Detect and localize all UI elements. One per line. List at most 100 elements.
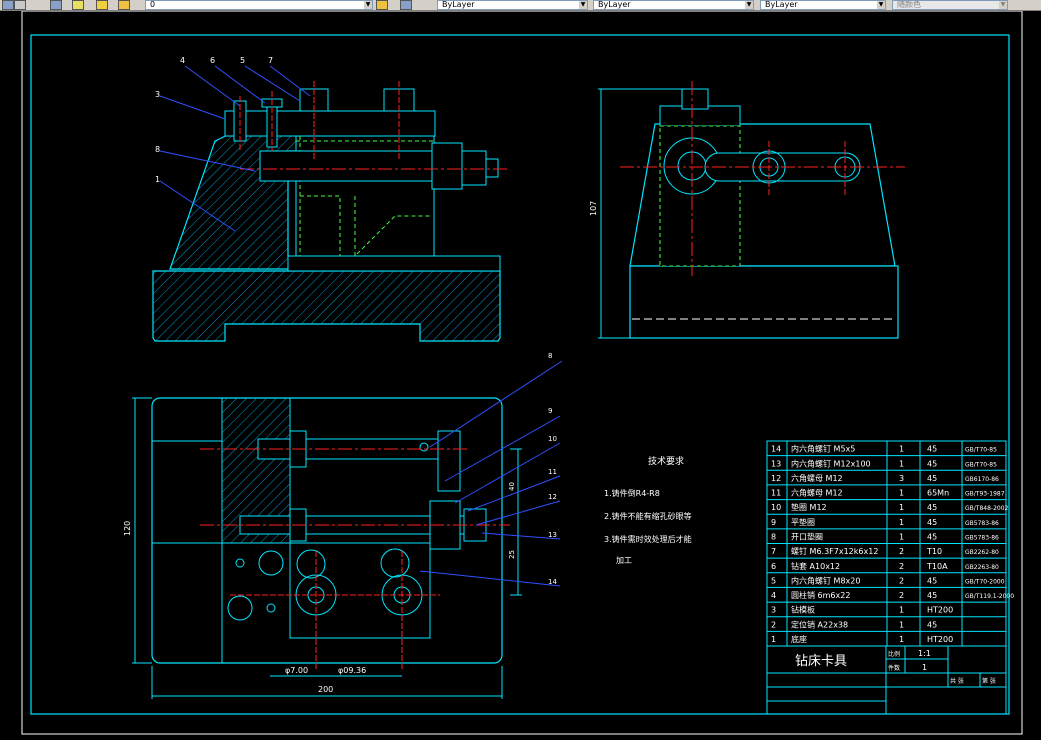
callout-label: 1 [155,175,160,184]
bom-standard: GB5783-86 [965,520,999,527]
bom-name: 螺钉 M6.3F7x12k6x12 [791,546,878,556]
tech-requirements: 技术要求 1.铸件倒R4-R8 2.铸件不能有缩孔砂眼等 3.铸件需时效处理后才… [604,455,692,565]
dim-side-b: 25 [508,550,516,559]
layer-states-icon[interactable] [14,0,26,10]
layer-previous-icon[interactable] [400,0,412,10]
tech-req-line: 1.铸件倒R4-R8 [604,488,660,498]
bom-name: 六角螺母 M12 [791,473,843,483]
color-select[interactable]: ByLayer ▼ [437,0,588,10]
bom-no: 2 [771,620,776,629]
title-block-name: 钻床卡具 [795,654,847,669]
layers-icon[interactable] [50,0,62,10]
bom-no: 5 [771,576,776,585]
front-callouts [159,65,311,232]
side-view[interactable]: 107 [589,81,905,339]
bom-name: 六角螺母 M12 [791,488,843,498]
chevron-down-icon[interactable]: ▼ [999,1,1007,9]
bom-material: 45 [927,591,937,600]
plan-hole [258,550,284,576]
lineweight-select[interactable]: ByLayer ▼ [760,0,886,10]
callout-label: 4 [180,56,185,65]
title-block: 钻床卡具 比例 1:1 件数 1 共 张 第 张 [766,645,1007,715]
callout-label: 7 [268,56,273,65]
bom-material: 45 [927,518,937,527]
bom-standard: GB5783-86 [965,535,999,542]
bom-no: 8 [771,533,776,542]
dim-pos2: φ09.36 [338,666,366,675]
bom-qty: 3 [899,474,904,483]
bom-standard: GB/T70-85 [965,461,997,468]
dim-height-left: 120 [123,521,132,536]
chevron-down-icon[interactable]: ▼ [745,1,753,9]
bom-material: HT200 [927,635,953,644]
stud-end [485,158,499,178]
bom-qty: 1 [899,635,904,644]
lineweight-select-value: ByLayer [765,0,798,9]
front-section-view[interactable]: 4 6 5 7 3 8 1 [152,56,510,342]
bom-material: 45 [927,445,937,454]
hidden-profile [299,136,432,258]
base-top-cover [287,255,501,272]
bom-qty: 1 [899,489,904,498]
bom-standard: GB/T70-2000 [965,578,1005,585]
plan-callouts [419,360,563,587]
nut [461,150,487,186]
bom-name: 底座 [791,634,807,644]
bom-no: 9 [771,518,776,527]
side-base [629,265,899,339]
bom-qty: 1 [899,445,904,454]
linetype-select[interactable]: ByLayer ▼ [593,0,754,10]
dim-height-right: 107 [589,201,598,216]
callout-label: 14 [548,578,557,586]
base-body [152,270,501,342]
plan-block [289,542,431,639]
bom-no: 10 [771,503,781,512]
make-current-icon[interactable] [376,0,388,10]
bom-qty: 1 [899,518,904,527]
plotstyle-select-value: 随颜色 [897,0,921,9]
tech-req-line: 2.铸件不能有缩孔砂眼等 [604,511,692,521]
bom-no: 14 [771,445,781,454]
bom-name: 圆柱销 6m6x22 [791,590,850,600]
chevron-down-icon[interactable]: ▼ [364,1,372,9]
chevron-down-icon[interactable]: ▼ [579,1,587,9]
title-block-count-label: 件数 [888,664,900,672]
layer-select-value: 0 [150,0,156,9]
bom-no: 12 [771,474,781,483]
bom-no: 11 [771,489,781,498]
bom-no: 6 [771,562,776,571]
callout-label: 6 [210,56,215,65]
layer-select[interactable]: 0 ▼ [145,0,373,10]
bom-material: T10 [926,547,942,556]
callout-label: 11 [548,468,557,476]
bom-standard: GB/T93-1987 [965,491,1005,498]
plotstyle-select[interactable]: 随颜色 ▼ [892,0,1008,10]
sun-icon[interactable] [96,0,108,10]
bom-no: 4 [771,591,776,600]
bom-standard: GB/T848-2002 [965,505,1009,512]
bom-qty: 1 [899,533,904,542]
bom-material: 45 [927,533,937,542]
layer-manager-icon[interactable] [2,0,14,10]
title-block-scale-label: 比例 [888,650,900,658]
plan-view[interactable]: 200 φ7.00 φ09.36 120 40 25 8 9 10 11 12 … [123,352,563,699]
bom-no: 1 [771,635,776,644]
bom-material: 45 [927,459,937,468]
bom-standard: GB2262-80 [965,549,999,556]
dim-width-total: 200 [318,685,333,694]
bom-material: 45 [927,620,937,629]
title-block-sheet: 1 [922,663,927,672]
drawing-canvas[interactable]: 4 6 5 7 3 8 1 107 [0,10,1041,736]
lock-icon[interactable] [118,0,130,10]
bulb-icon[interactable] [72,0,84,10]
plan-hole [266,603,276,613]
bom-qty: 1 [899,459,904,468]
paper-border [21,10,1023,735]
bom-material: 45 [927,576,937,585]
bom-qty: 1 [899,620,904,629]
shaft [259,150,433,182]
callout-label: 13 [548,531,557,539]
plan-hole [235,558,245,568]
chevron-down-icon[interactable]: ▼ [877,1,885,9]
